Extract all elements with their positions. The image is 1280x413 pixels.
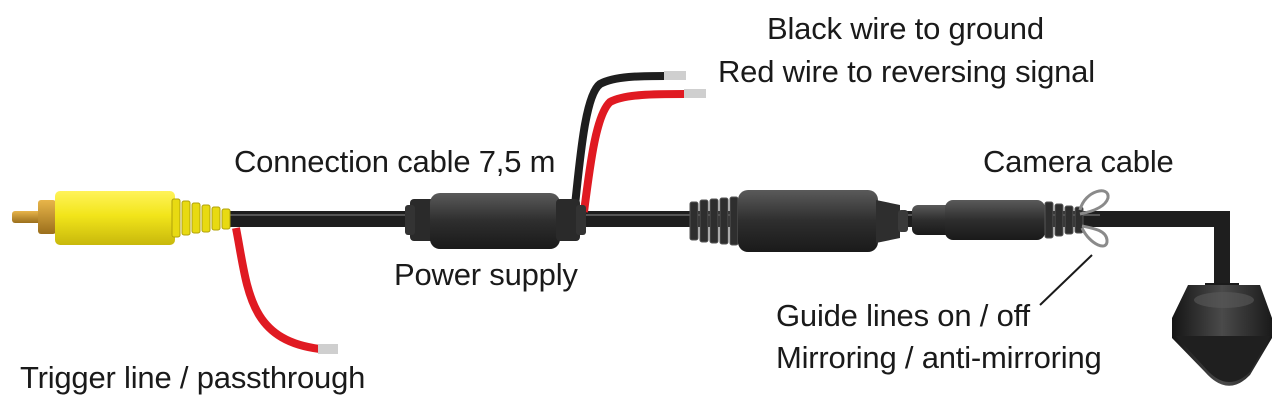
rca-collar (38, 200, 56, 234)
label-power-supply: Power supply (394, 257, 578, 292)
reverse-wire-tip (684, 89, 706, 98)
reverse-red-wire (580, 90, 686, 213)
camera-cable-bend (1100, 211, 1230, 290)
label-connection-cable: Connection cable 7,5 m (234, 144, 556, 179)
label-black-wire: Black wire to ground (767, 11, 1044, 46)
middle-connector (689, 190, 908, 252)
rca-yellow-body (55, 191, 175, 245)
guide-loop-top (1078, 189, 1110, 216)
ground-wire-tip (664, 71, 686, 80)
label-mirroring: Mirroring / anti-mirroring (776, 340, 1102, 375)
label-red-wire: Red wire to reversing signal (718, 54, 1095, 89)
label-camera-cable: Camera cable (983, 144, 1174, 179)
guide-loop-bottom (1080, 224, 1109, 248)
camera-housing (1172, 283, 1272, 386)
rca-pin (12, 211, 42, 223)
label-trigger-line: Trigger line / passthrough (20, 360, 366, 395)
power-supply-block (405, 193, 586, 249)
guide-pointer-line (1039, 254, 1093, 306)
trigger-red-wire (232, 227, 321, 353)
trigger-wire-tip (318, 344, 338, 354)
camera-side-connector (912, 200, 1084, 240)
rca-strain-relief (171, 198, 231, 238)
ground-black-wire (571, 72, 666, 206)
label-guide-lines: Guide lines on / off (776, 298, 1030, 333)
